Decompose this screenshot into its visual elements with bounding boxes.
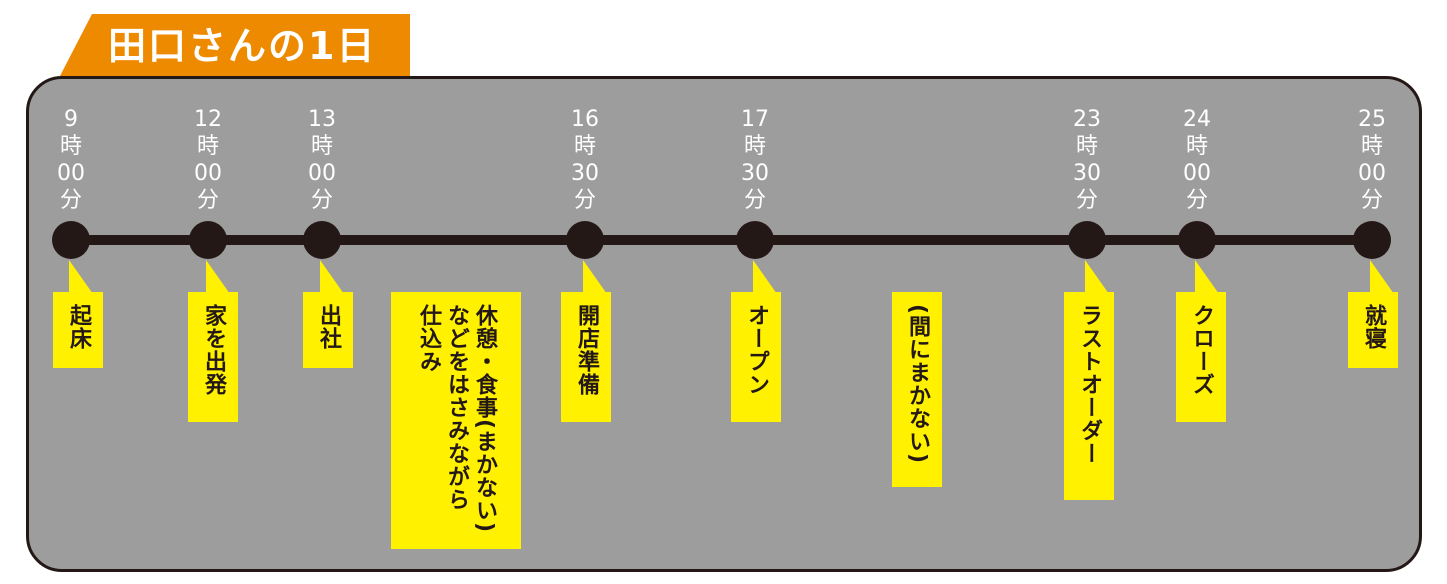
timeline-dot bbox=[566, 221, 604, 259]
event-label: 家を出発 bbox=[188, 292, 238, 422]
timeline-dot bbox=[303, 221, 341, 259]
event-label: オープン bbox=[731, 292, 781, 422]
event-text: 就寝 bbox=[1361, 304, 1386, 350]
title-tab bbox=[60, 14, 410, 76]
timeline-dot bbox=[189, 221, 227, 259]
timeline-dot bbox=[1178, 221, 1216, 259]
event-text: 家を出発 bbox=[201, 304, 226, 396]
timeline-dot bbox=[1353, 221, 1391, 259]
event-text: ラストオーダー bbox=[1077, 304, 1102, 465]
event-label: ラストオーダー bbox=[1064, 292, 1114, 500]
event-label-makanai: (間にまかない) bbox=[892, 292, 942, 487]
event-text: (間にまかない) bbox=[905, 304, 930, 465]
event-label: 開店準備 bbox=[561, 292, 611, 422]
timeline-dot bbox=[1068, 221, 1106, 259]
event-text: オープン bbox=[744, 304, 769, 396]
event-text: 休憩・食事(まかない) などをはさみながら 仕込み bbox=[416, 304, 497, 534]
event-text: 起床 bbox=[66, 304, 91, 350]
event-label: 出社 bbox=[303, 292, 353, 368]
timeline-dot bbox=[736, 221, 774, 259]
timeline-line bbox=[70, 235, 1372, 245]
page-title: 田口さんの1日 bbox=[108, 24, 377, 68]
timeline-dot bbox=[52, 221, 90, 259]
event-text: 開店準備 bbox=[574, 304, 599, 396]
event-text: 出社 bbox=[316, 304, 341, 350]
event-text: クローズ bbox=[1189, 304, 1214, 396]
event-label-prep: 休憩・食事(まかない) などをはさみながら 仕込み bbox=[391, 292, 521, 549]
event-label: クローズ bbox=[1176, 292, 1226, 422]
event-label: 起床 bbox=[53, 292, 103, 368]
event-label: 就寝 bbox=[1348, 292, 1398, 368]
